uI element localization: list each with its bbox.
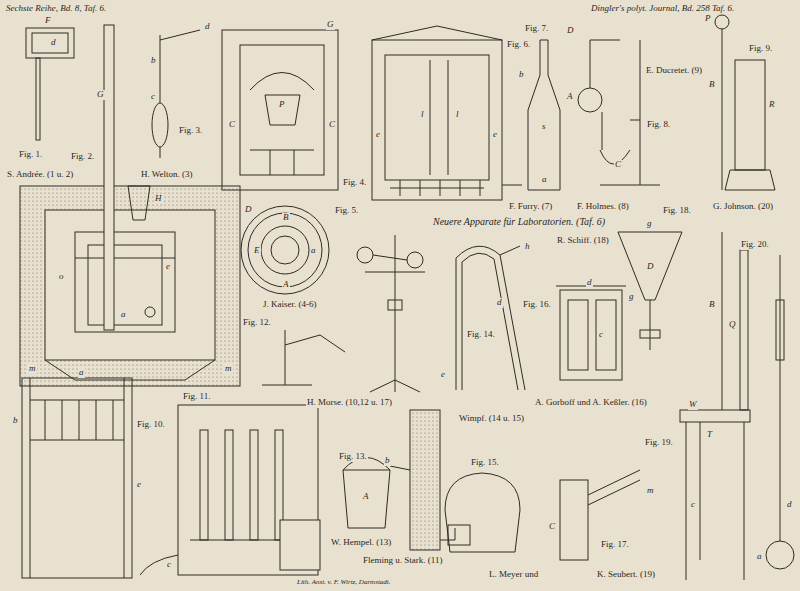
callout-letter: W <box>688 400 698 410</box>
callout-letter: a <box>541 175 548 185</box>
figure-number: Fig. 4. <box>342 178 367 188</box>
author-credit: R. Schiff. (18) <box>556 236 610 246</box>
callout-letter: e <box>375 130 381 140</box>
figure-number: Fig. 6. <box>506 40 531 50</box>
author-credit: E. Ducretet. (9) <box>645 66 703 76</box>
author-credit: Fleming u. Stark. (11) <box>362 556 443 566</box>
figure-number: Fig. 1. <box>18 150 43 160</box>
callout-letter: d <box>50 38 57 48</box>
printer-note: Lith. Anst. v. F. Wirtz, Darmstadt. <box>296 579 392 587</box>
callout-letter: D <box>566 26 575 36</box>
callout-letter: G <box>96 90 105 100</box>
callout-letter: C <box>328 120 336 130</box>
author-credit: K. Seubert. (19) <box>596 570 656 580</box>
author-credit: A. Gorboff und A. Keßler. (16) <box>534 398 648 408</box>
callout-letter: e <box>165 262 171 272</box>
callout-letter: T <box>706 430 713 440</box>
figure-number: Fig. 5. <box>334 206 359 216</box>
callout-letter: e <box>492 130 498 140</box>
author-credit: L. Meyer und <box>488 570 539 580</box>
callout-letter: a <box>78 368 85 378</box>
callout-letter: l <box>420 110 425 120</box>
callout-letter: a <box>120 310 127 320</box>
callout-letter: d <box>496 298 503 308</box>
callout-letter: c <box>150 92 156 102</box>
callout-letter: e <box>440 370 446 380</box>
callout-letter: A <box>362 492 370 502</box>
figure-number: Fig. 15. <box>470 458 500 468</box>
callout-letter: h <box>524 242 531 252</box>
callout-letter: P <box>278 100 286 110</box>
callout-letter: b <box>518 70 525 80</box>
callout-letter: R <box>768 100 776 110</box>
callout-letter: s <box>541 122 547 132</box>
callout-letter: m <box>646 486 655 496</box>
author-credit: G. Johnson. (20) <box>712 202 774 212</box>
callout-letter: H <box>154 194 163 204</box>
header-text: Dingler's polyt. Journal, Bd. 258 Taf. 6… <box>590 4 735 14</box>
callout-letter: b <box>12 416 19 426</box>
callout-letter: o <box>58 272 65 282</box>
author-credit: F. Holmes. (8) <box>576 202 630 212</box>
callout-letter: g <box>628 292 635 302</box>
callout-letter: d <box>786 500 793 510</box>
callout-letter: C <box>228 120 236 130</box>
callout-letter: a <box>310 246 317 256</box>
figure-number: Fig. 2. <box>70 152 95 162</box>
author-credit: Wimpf. (14 u. 15) <box>458 414 525 424</box>
figure-number: Fig. 14. <box>466 330 496 340</box>
callout-letter: B <box>282 213 290 223</box>
callout-letter: c <box>690 500 696 510</box>
callout-letter: B <box>708 300 716 310</box>
header-text: Sechste Reihe, Bd. 8, Taf. 6. <box>5 4 107 14</box>
callout-letter: G <box>326 20 335 30</box>
callout-letter: b <box>384 456 391 466</box>
callout-letter: D <box>244 205 253 215</box>
figure-number: Fig. 20. <box>740 240 770 250</box>
author-credit: W. Hempel. (13) <box>330 538 392 548</box>
callout-letter: A <box>566 92 574 102</box>
figure-number: Fig. 8. <box>646 120 671 130</box>
callout-letter: A <box>282 280 290 290</box>
author-credit: J. Kaiser. (4-6) <box>262 300 318 310</box>
figure-number: Fig. 13. <box>338 452 368 462</box>
figure-number: Fig. 7. <box>524 24 549 34</box>
callout-letter: m <box>28 364 37 374</box>
callout-letter: E <box>253 246 261 256</box>
callout-letter: C <box>614 160 622 170</box>
callout-letter: b <box>150 56 157 66</box>
callout-letter: c <box>598 330 604 340</box>
figure-number: Fig. 3. <box>178 126 203 136</box>
callout-letter: d <box>204 22 211 32</box>
author-credit: S. Andrée. (1 u. 2) <box>6 170 74 180</box>
figure-number: Fig. 19. <box>644 438 674 448</box>
callout-letter: e <box>136 480 142 490</box>
author-credit: F. Furry. (7) <box>508 202 553 212</box>
callout-letter: C <box>548 522 556 532</box>
callout-letter: c <box>166 560 172 570</box>
callout-letter: g <box>646 219 653 229</box>
figure-number: Fig. 17. <box>600 540 630 550</box>
figure-number: Fig. 16. <box>522 300 552 310</box>
callout-letter: D <box>646 262 655 272</box>
figure-number: Fig. 9. <box>748 44 773 54</box>
callout-letter: B <box>708 80 716 90</box>
callout-letter: a <box>756 552 763 562</box>
callout-letter: P <box>704 14 712 24</box>
figure-number: Fig. 12. <box>242 318 272 328</box>
callout-letter: d <box>586 278 593 288</box>
plate-title: Neuere Apparate für Laboratorien. (Taf. … <box>432 216 606 227</box>
callout-letter: Q <box>728 320 737 330</box>
figure-number: Fig. 18. <box>662 206 692 216</box>
callout-letter: F <box>44 16 52 26</box>
author-credit: H. Welton. (3) <box>140 170 194 180</box>
author-credit: H. Morse. (10,12 u. 17) <box>306 398 393 408</box>
callout-letter: m <box>224 364 233 374</box>
figure-number: Fig. 11. <box>182 392 211 402</box>
callout-letter: l <box>455 110 460 120</box>
figure-number: Fig. 10. <box>136 420 166 430</box>
